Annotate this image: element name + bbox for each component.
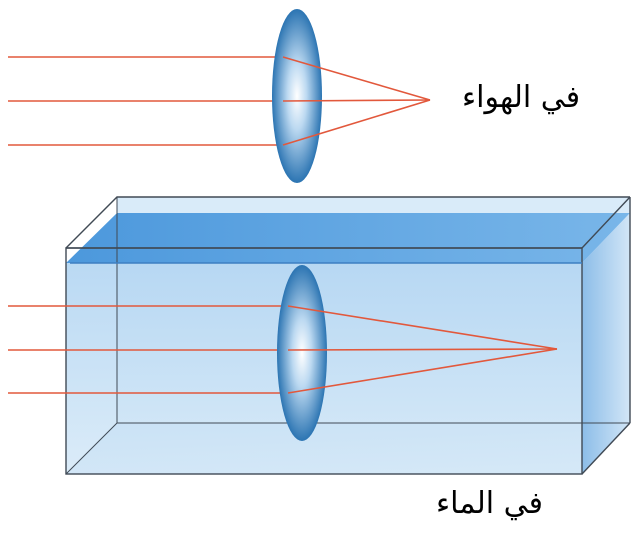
water-lens [277,265,327,441]
water-ray-top-refracted [287,305,558,350]
tank-front-edge [65,247,583,475]
label-in-water: في الماء [436,486,543,521]
tank-top-rim [65,196,630,249]
air-ray-bottom-refracted [282,99,431,146]
tank-top-rim-right [581,196,631,249]
air-ray-middle-refracted [282,99,431,102]
air-rays-refracted [282,56,431,146]
water-rays-refracted [287,305,558,394]
air-lens [272,9,322,183]
air-ray-top-refracted [282,56,431,101]
water-rays-incoming [8,305,288,394]
water-ray-middle-refracted [287,348,558,351]
tank-side-face [582,213,630,474]
water-ray-bottom-refracted [287,348,558,394]
tank-right-bottom-edge [581,422,631,475]
tank-inner-edge-diag-bottom [65,422,118,475]
air-rays-incoming [8,56,283,146]
water-surface [66,213,630,263]
label-in-air: في الهواء [462,80,581,115]
water-tank [65,196,631,475]
